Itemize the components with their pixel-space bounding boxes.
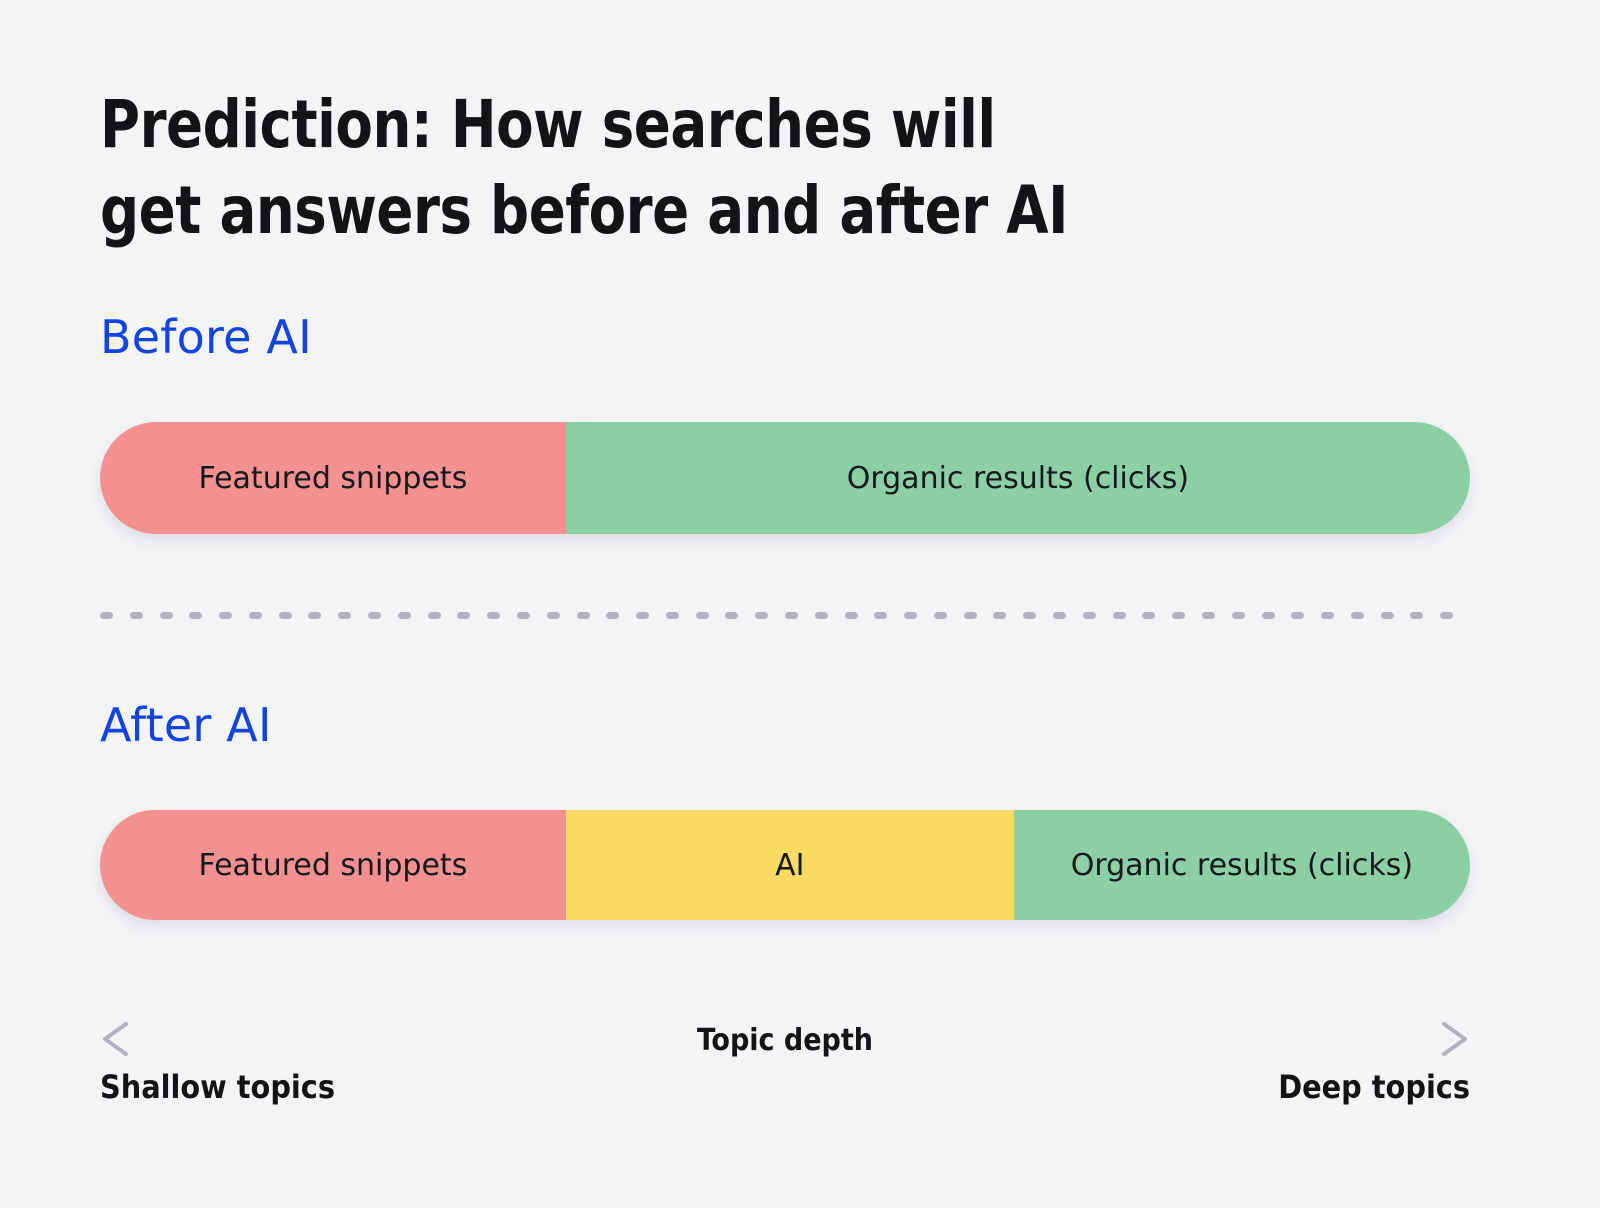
- axis-label-shallow-topics: Shallow topics: [100, 1068, 335, 1106]
- divider-dash: [397, 612, 411, 619]
- divider-dash: [100, 612, 113, 619]
- divider-dash: [1350, 612, 1364, 619]
- divider-dash: [904, 612, 918, 619]
- bar-segment-label: AI: [775, 847, 805, 883]
- divider-dash: [844, 612, 858, 619]
- divider-dash: [129, 612, 143, 619]
- bar-segment-featured-snippets: Featured snippets: [100, 422, 566, 534]
- divider-dash: [1112, 612, 1126, 619]
- axis-title-text: Topic depth: [670, 1023, 899, 1058]
- divider-dash: [427, 612, 441, 619]
- page-title: Prediction: How searches will get answer…: [100, 86, 1068, 249]
- bar-segment-featured-snippets: Featured snippets: [100, 810, 566, 920]
- divider-dash: [695, 612, 709, 619]
- divider-dash: [487, 612, 501, 619]
- bar-segment-organic-results: Organic results (clicks): [565, 422, 1470, 534]
- divider-dash: [993, 612, 1007, 619]
- divider-dash: [963, 612, 977, 619]
- section-label-before-ai: Before AI: [100, 310, 312, 364]
- divider-dash: [1082, 612, 1096, 619]
- divider-dash: [219, 612, 233, 619]
- divider-dash: [755, 612, 769, 619]
- divider-dash: [1053, 612, 1067, 619]
- divider-dash: [933, 612, 947, 619]
- axis-title: Topic depth: [100, 1023, 1470, 1058]
- divider-dash: [725, 612, 739, 619]
- divider-dash: [278, 612, 292, 619]
- bar-after-ai: Featured snippets AI Organic results (clic…: [100, 810, 1470, 920]
- divider-dash: [189, 612, 203, 619]
- arrow-right-icon: [940, 1022, 1467, 1056]
- divider-dash: [1023, 612, 1037, 619]
- divider-dash: [1231, 612, 1245, 619]
- bar-before-ai: Featured snippets Organic results (clicks…: [100, 422, 1470, 534]
- axis-label-deep-topics: Deep topics: [1278, 1068, 1470, 1106]
- divider-dash: [1380, 612, 1394, 619]
- divider-dash: [606, 612, 620, 619]
- divider-dash: [338, 612, 352, 619]
- divider-dash: [1410, 612, 1424, 619]
- divider-dash: [457, 612, 471, 619]
- bar-segment-label: Featured snippets: [198, 847, 468, 883]
- divider-dash: [546, 612, 560, 619]
- divider-dash: [368, 612, 382, 619]
- section-label-after-ai: After AI: [100, 698, 272, 752]
- divider-dash: [636, 612, 650, 619]
- divider-dash: [576, 612, 590, 619]
- divider-dash: [665, 612, 679, 619]
- divider-dash: [516, 612, 530, 619]
- divider-dash: [874, 612, 888, 619]
- divider-dash: [248, 612, 262, 619]
- divider-dash: [1172, 612, 1186, 619]
- divider-dash: [1321, 612, 1335, 619]
- divider-dash: [1201, 612, 1215, 619]
- bar-segment-label: Organic results (clicks): [846, 460, 1190, 496]
- divider-dash: [1261, 612, 1275, 619]
- arrow-left-icon: [103, 1022, 630, 1056]
- divider-dash: [814, 612, 828, 619]
- bar-segment-organic-results: Organic results (clicks): [1013, 810, 1470, 920]
- divider-dash: [159, 612, 173, 619]
- bar-segment-label: Featured snippets: [198, 460, 468, 496]
- section-divider: [100, 612, 1470, 619]
- divider-dash: [1142, 612, 1156, 619]
- bar-segment-label: Organic results (clicks): [1070, 847, 1414, 883]
- divider-dash: [1291, 612, 1305, 619]
- divider-dash: [1440, 612, 1454, 619]
- divider-dash: [308, 612, 322, 619]
- bar-segment-ai: AI: [565, 810, 1014, 920]
- divider-dash: [785, 612, 798, 619]
- topic-depth-axis: Topic depth: [100, 1018, 1470, 1060]
